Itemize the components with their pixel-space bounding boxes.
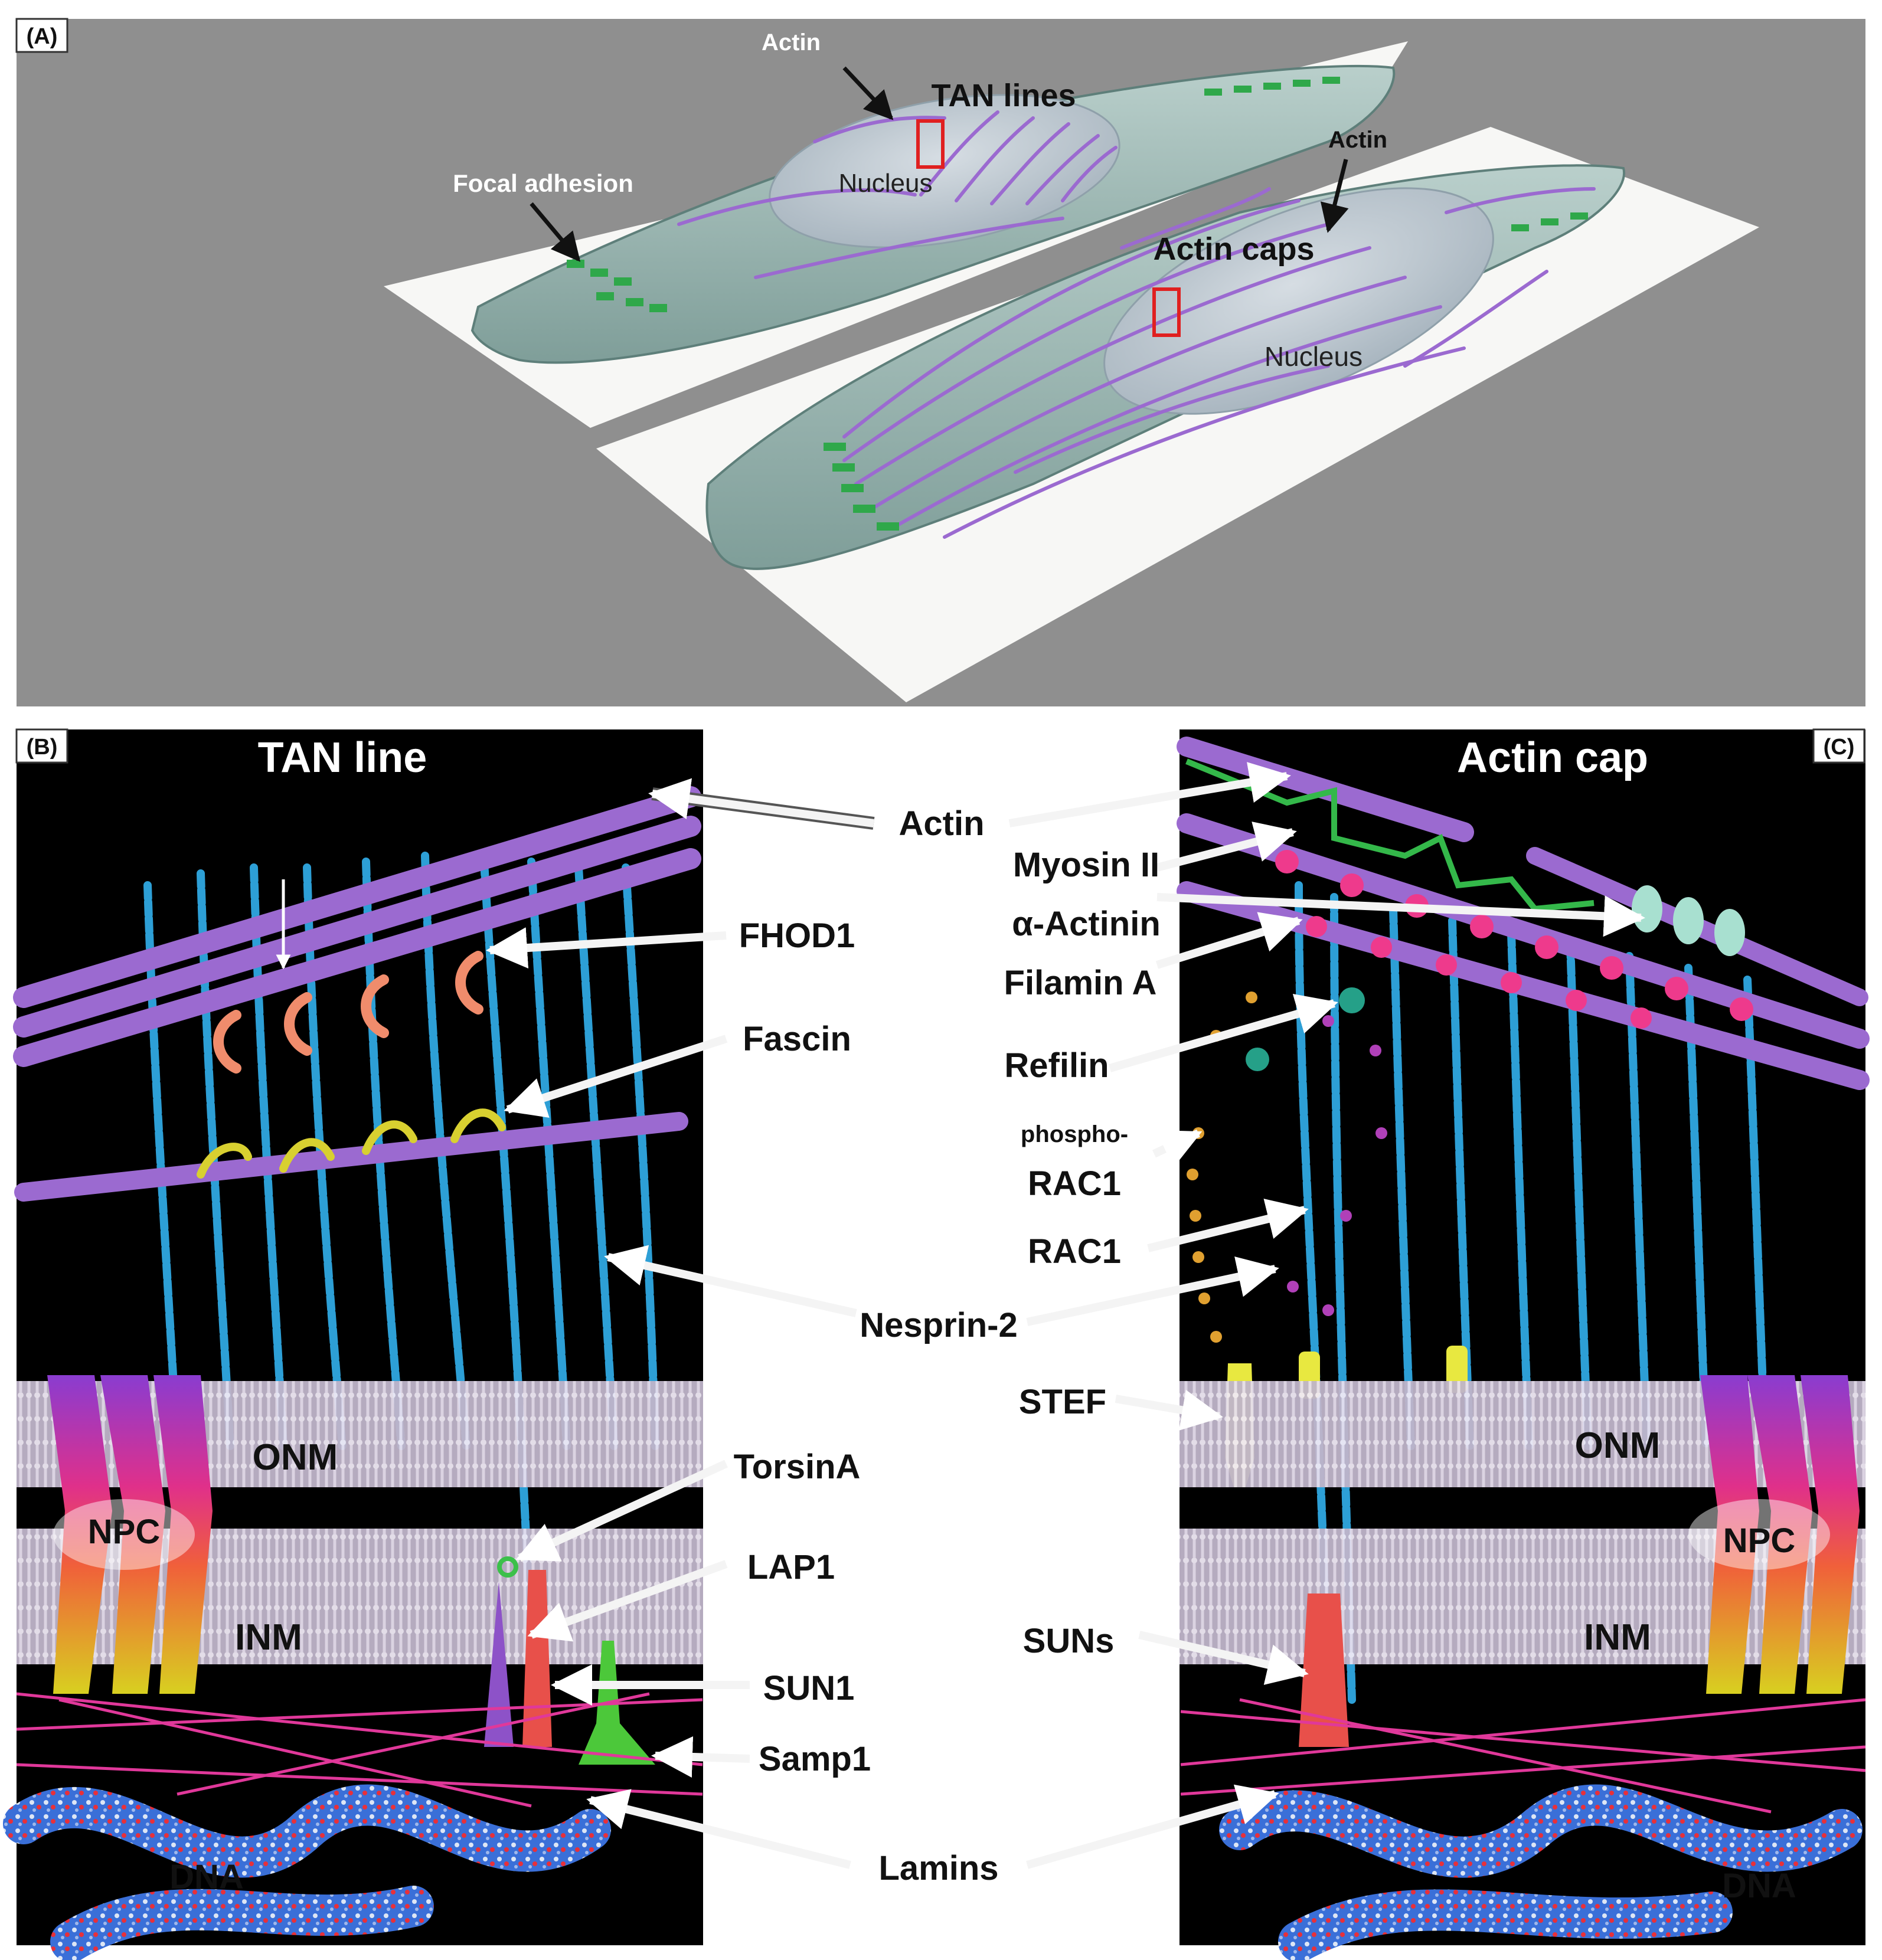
label-samp1: Samp1: [759, 1740, 871, 1778]
panel-a-tag: (A): [27, 24, 58, 49]
cell-top: Actin Focal adhesion TAN lines Nucleus: [453, 30, 1396, 364]
label-tan-lines: TAN lines: [931, 78, 1076, 113]
label-myosin-ii: Myosin II: [1013, 846, 1159, 884]
filamin-a-strand: [1185, 758, 1595, 912]
label-onm-left: ONM: [253, 1437, 338, 1478]
panel-b: (B) TAN line ONM INM NPC DNA: [3, 728, 703, 1960]
label-sun1: SUN1: [763, 1669, 855, 1707]
label-inm-left: INM: [235, 1617, 302, 1658]
label-stef: STEF: [1019, 1383, 1106, 1421]
label-npc-right: NPC: [1723, 1521, 1795, 1560]
panel-c-title: Actin cap: [1457, 734, 1648, 781]
panel-b-tag: (B): [27, 735, 58, 760]
label-nucleus-bottom: Nucleus: [1265, 341, 1363, 372]
panel-c-tag: (C): [1824, 735, 1855, 760]
label-alpha-actinin: α-Actinin: [1012, 905, 1161, 943]
label-actin-caps: Actin caps: [1153, 231, 1314, 267]
label-phospho: phospho-: [1021, 1121, 1128, 1147]
lamins-right: [1180, 1698, 1866, 1814]
label-actin-bottom: Actin: [1328, 127, 1387, 153]
label-lap1: LAP1: [747, 1548, 835, 1586]
label-suns: SUNs: [1023, 1622, 1115, 1660]
label-refilin: Refilin: [1004, 1046, 1109, 1085]
dna-right: [1219, 1784, 1863, 1960]
label-actin: Actin: [899, 804, 985, 843]
label-onm-right: ONM: [1575, 1425, 1661, 1466]
label-fascin: Fascin: [743, 1020, 851, 1058]
refilin-molecules: [1246, 987, 1365, 1071]
center-labels: Actin FHOD1 Fascin Myosin II α-Actinin F…: [734, 804, 1161, 1887]
npc-right: [1688, 1375, 1860, 1694]
label-dna-right: DNA: [1722, 1867, 1796, 1905]
npc-left: [47, 1375, 213, 1694]
label-nucleus-top: Nucleus: [839, 169, 933, 198]
panel-a: (A): [15, 18, 1865, 706]
leader-arrows-white: [486, 762, 1645, 1869]
rac1-molecules: [1287, 1015, 1387, 1316]
label-filamin-a: Filamin A: [1004, 964, 1157, 1002]
label-focal-adhesion: Focal adhesion: [453, 169, 633, 197]
label-npc-left: NPC: [88, 1513, 160, 1551]
torsina-molecule: [497, 1556, 518, 1578]
actin-bundles-left: [13, 786, 701, 1202]
label-dna-left: DNA: [169, 1858, 244, 1896]
label-rac1: RAC1: [1028, 1232, 1121, 1271]
label-inm-right: INM: [1584, 1617, 1651, 1658]
label-fhod1: FHOD1: [739, 917, 855, 955]
actin-caps-highlight-box: [1152, 287, 1181, 337]
fhod1-molecules: [213, 951, 483, 1074]
label-actin-top: Actin: [762, 30, 821, 55]
tan-lines-highlight-box: [916, 119, 945, 169]
panel-b-title: TAN line: [258, 734, 427, 781]
cell-bottom: Actin Actin caps Nucleus: [705, 127, 1626, 570]
suns-molecule: [1299, 1593, 1349, 1747]
dna-left: [3, 1784, 611, 1960]
label-rac1-phospho: RAC1: [1028, 1164, 1121, 1203]
label-lamins: Lamins: [878, 1849, 998, 1887]
label-torsina: TorsinA: [734, 1448, 861, 1486]
label-nesprin-2: Nesprin-2: [860, 1306, 1018, 1344]
lap1-molecule: [484, 1582, 514, 1747]
fascin-molecules: [197, 1108, 506, 1179]
